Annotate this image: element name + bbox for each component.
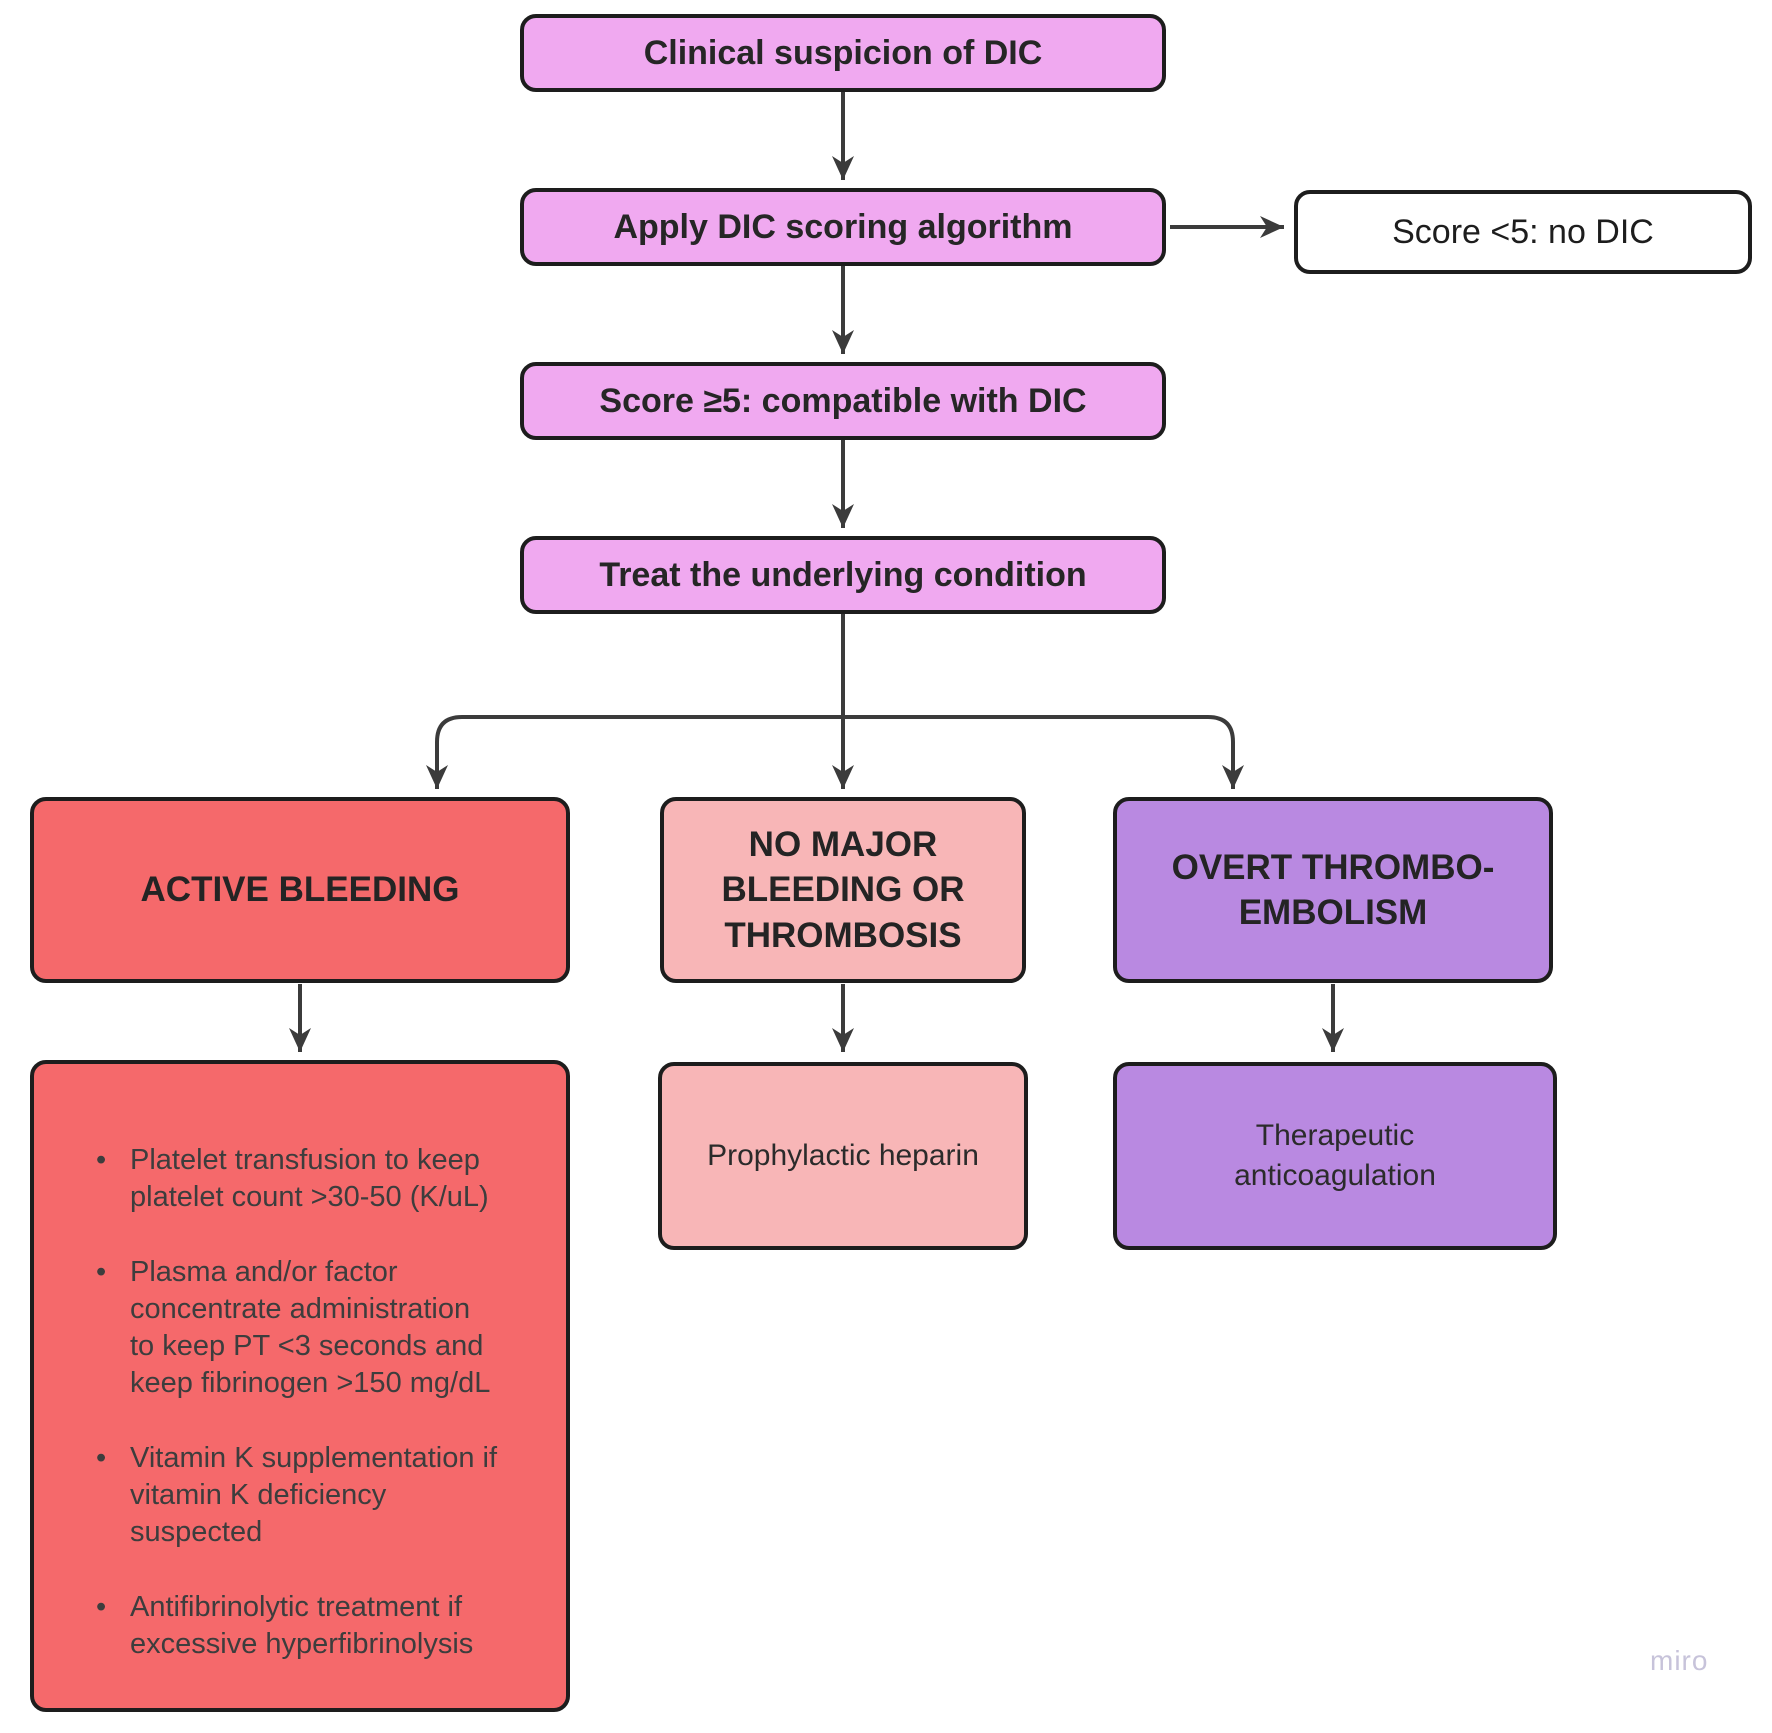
node-active-bleeding: ACTIVE BLEEDING xyxy=(30,797,570,983)
node-prophylactic-heparin: Prophylactic heparin xyxy=(658,1062,1028,1250)
arrow-branch-to-thromboembolism xyxy=(843,715,1244,789)
bullet-plasma-factor: Plasma and/or factor concentrate adminis… xyxy=(96,1254,552,1402)
node-treat-underlying: Treat the underlying condition xyxy=(520,536,1166,614)
node-therapeutic-anticoagulation: Therapeutic anticoagulation xyxy=(1113,1062,1557,1250)
node-score-lt5-no-dic: Score <5: no DIC xyxy=(1294,190,1752,274)
node-no-major-bleeding: NO MAJOR BLEEDING OR THROMBOSIS xyxy=(660,797,1026,983)
node-overt-thromboembolism: OVERT THROMBO- EMBOLISM xyxy=(1113,797,1553,983)
node-apply-scoring: Apply DIC scoring algorithm xyxy=(520,188,1166,266)
arrow-branch-to-activebleeding xyxy=(426,715,843,789)
miro-watermark: miro xyxy=(1650,1645,1709,1676)
bullet-platelet-transfusion: Platelet transfusion to keep platelet co… xyxy=(96,1142,552,1216)
bullet-antifibrinolytic: Antifibrinolytic treatment if excessive … xyxy=(96,1589,552,1663)
treatment-bullet-list: Platelet transfusion to keep platelet co… xyxy=(34,1064,566,1663)
node-score-ge5-compatible: Score ≥5: compatible with DIC xyxy=(520,362,1166,440)
bullet-vitamin-k: Vitamin K supplementation if vitamin K d… xyxy=(96,1440,552,1551)
node-clinical-suspicion: Clinical suspicion of DIC xyxy=(520,14,1166,92)
node-active-bleeding-treatments: Platelet transfusion to keep platelet co… xyxy=(30,1060,570,1712)
